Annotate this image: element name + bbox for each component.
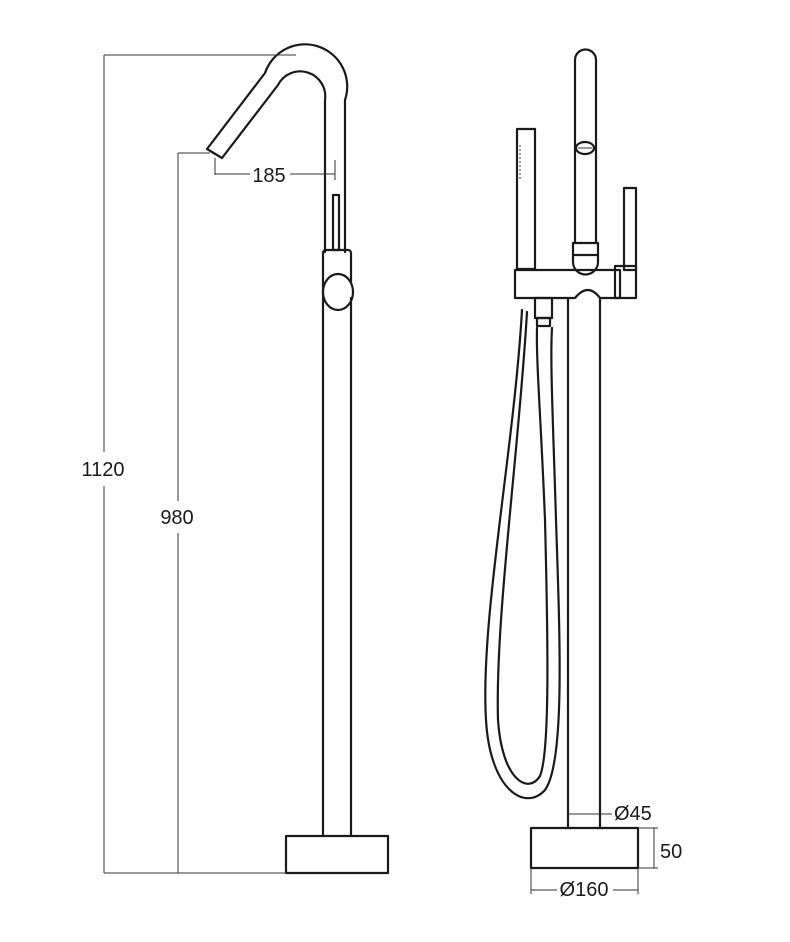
hose-connector-nut	[535, 316, 552, 328]
dim-pipe-dia-label: Ø45	[614, 803, 652, 825]
dim-spout-height-label: 980	[160, 507, 193, 529]
valve-cap	[613, 264, 638, 300]
side-view: 1120 980 185	[81, 43, 390, 875]
dim-total-height-gap	[90, 452, 120, 486]
handle-lever	[331, 193, 341, 252]
base-block	[284, 834, 390, 875]
valve-body-front	[513, 268, 622, 300]
spout-inner	[220, 70, 327, 254]
hose-inner	[496, 310, 549, 785]
valve-knob	[321, 272, 355, 312]
dim-base-dia-label: Ø160	[560, 879, 609, 901]
hose-connector	[533, 296, 554, 320]
spout-tip	[205, 147, 224, 160]
dim-reach-label: 185	[252, 165, 285, 187]
spout-collar-flare	[571, 253, 600, 276]
dim-base-height-label: 50	[660, 841, 682, 863]
front-handle-lever	[622, 186, 638, 272]
dim-total-height-label: 1120	[81, 459, 124, 481]
front-spout-tube	[573, 48, 598, 245]
front-base-block	[529, 826, 640, 870]
spout-collar	[571, 241, 600, 257]
dim-spout-height-gap	[165, 501, 193, 533]
dim-base-dia-gap	[557, 877, 613, 901]
front-view: Ø45 50 Ø160	[484, 48, 682, 901]
dim-reach-gap	[250, 162, 290, 186]
hose-outer	[484, 308, 561, 800]
spout-outer	[205, 43, 349, 254]
